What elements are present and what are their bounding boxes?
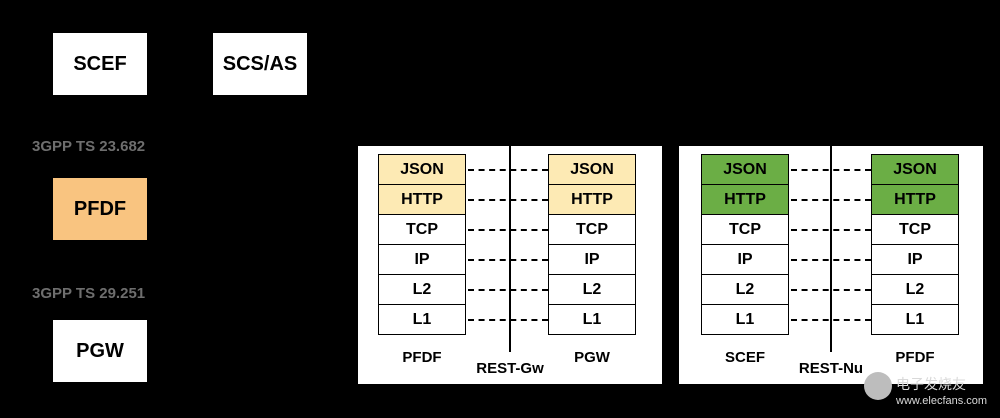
protocol-layer: HTTP (701, 184, 789, 215)
rest-gw-left-stack: JSON HTTP TCP IP L2 L1 (378, 154, 466, 335)
protocol-layer: JSON (701, 154, 789, 185)
scef-box: SCEF (53, 33, 147, 95)
rest-gw-right-stack: JSON HTTP TCP IP L2 L1 (548, 154, 636, 335)
peer-link-dash (468, 289, 548, 291)
protocol-layer: L2 (871, 274, 959, 305)
rest-nu-interface-label: REST-Nu (798, 360, 864, 377)
protocol-layer: L1 (378, 304, 466, 335)
pgw-label: PGW (76, 339, 124, 362)
protocol-layer: L1 (701, 304, 789, 335)
protocol-layer: TCP (378, 214, 466, 245)
peer-link-dash (791, 169, 871, 171)
rest-nu-panel: JSON HTTP TCP IP L2 L1 JSON HTTP TCP IP … (679, 146, 983, 384)
rest-gw-panel: JSON HTTP TCP IP L2 L1 JSON HTTP TCP IP … (358, 146, 662, 384)
rest-nu-left-node: SCEF (724, 349, 765, 366)
protocol-layer: L2 (378, 274, 466, 305)
protocol-layer: JSON (548, 154, 636, 185)
protocol-layer: JSON (871, 154, 959, 185)
rest-nu-divider (830, 146, 832, 352)
rest-gw-left-node: PFDF (402, 349, 442, 366)
spec-ts-29-251: 3GPP TS 29.251 (32, 285, 146, 302)
scs-as-label: SCS/AS (222, 52, 298, 75)
protocol-layer: L2 (548, 274, 636, 305)
peer-link-dash (791, 319, 871, 321)
watermark-url: www.elecfans.com (896, 395, 988, 407)
peer-link-dash (468, 199, 548, 201)
protocol-layer: JSON (378, 154, 466, 185)
protocol-layer: HTTP (378, 184, 466, 215)
peer-link-dash (791, 289, 871, 291)
peer-link-dash (468, 319, 548, 321)
protocol-layer: L2 (701, 274, 789, 305)
rest-gw-interface-label: REST-Gw (476, 360, 544, 377)
protocol-layer: TCP (871, 214, 959, 245)
protocol-layer: HTTP (548, 184, 636, 215)
peer-link-dash (791, 259, 871, 261)
pgw-box: PGW (53, 320, 147, 382)
peer-link-dash (791, 199, 871, 201)
protocol-layer: IP (871, 244, 959, 275)
rest-nu-right-node: PFDF (895, 349, 935, 366)
protocol-layer: IP (701, 244, 789, 275)
peer-link-dash (791, 229, 871, 231)
protocol-layer: TCP (701, 214, 789, 245)
scs-as-box: SCS/AS (213, 33, 307, 95)
protocol-layer: L1 (548, 304, 636, 335)
pfdf-label: PFDF (73, 197, 127, 220)
pfdf-box: PFDF (53, 178, 147, 240)
protocol-layer: IP (548, 244, 636, 275)
rest-gw-right-node: PGW (574, 349, 610, 366)
scef-label: SCEF (73, 52, 127, 75)
rest-gw-divider (509, 146, 511, 352)
protocol-layer: L1 (871, 304, 959, 335)
peer-link-dash (468, 229, 548, 231)
protocol-layer: IP (378, 244, 466, 275)
peer-link-dash (468, 259, 548, 261)
protocol-layer: TCP (548, 214, 636, 245)
protocol-layer: HTTP (871, 184, 959, 215)
watermark-brand: 电子发烧友 (896, 376, 966, 392)
spec-ts-23-682: 3GPP TS 23.682 (32, 138, 146, 155)
watermark-logo-icon (864, 372, 892, 400)
peer-link-dash (468, 169, 548, 171)
rest-nu-left-stack: JSON HTTP TCP IP L2 L1 (701, 154, 789, 335)
rest-nu-right-stack: JSON HTTP TCP IP L2 L1 (871, 154, 959, 335)
